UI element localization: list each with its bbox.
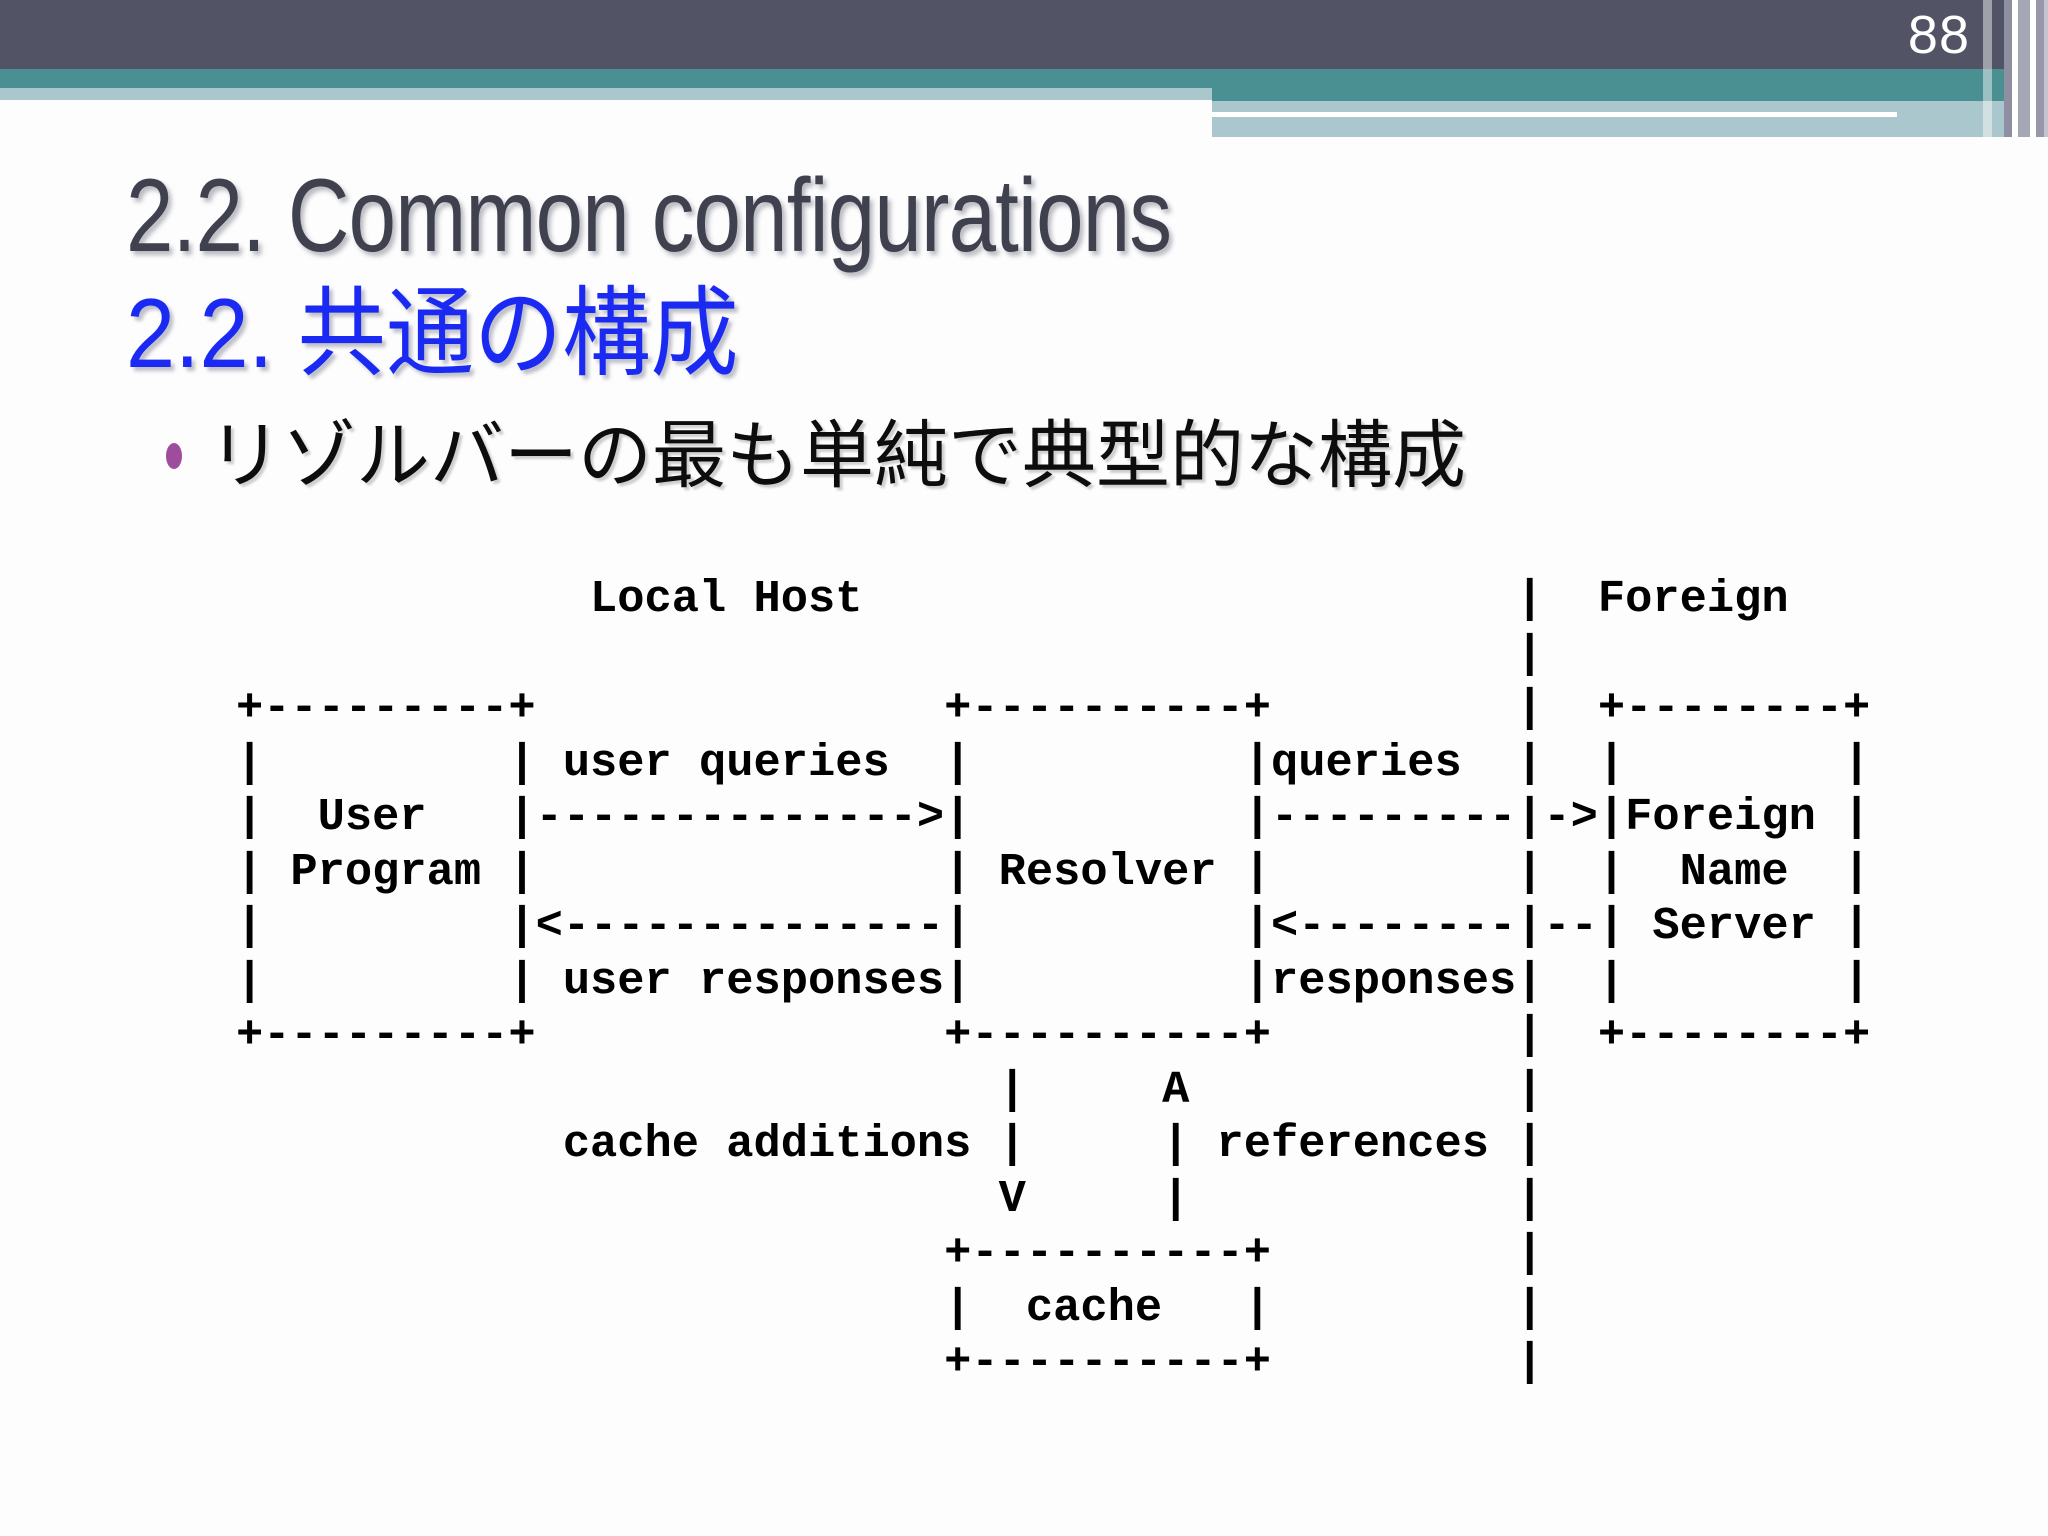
header-vertical-stripe	[2030, 0, 2036, 137]
header-vertical-stripe	[1983, 0, 1992, 137]
header-bar-teal	[0, 69, 2048, 88]
header-corner-light	[1212, 101, 2010, 137]
header-corner-white-stripe	[1212, 112, 1897, 117]
header-corner-teal	[1212, 88, 2010, 101]
header-vertical-stripe	[2004, 0, 2012, 137]
slide-title-japanese: 2.2. 共通の構成	[126, 278, 739, 388]
bullet-text: リゾルバーの最も単純で典型的な構成	[208, 414, 1466, 497]
header-bar-dark	[0, 0, 2048, 69]
header-vertical-stripe	[2044, 0, 2048, 137]
bullet-dot-icon	[166, 443, 182, 469]
bullet-row: リゾルバーの最も単純で典型的な構成	[166, 400, 1466, 512]
page-number: 88	[1907, 5, 1970, 65]
slide-title-english: 2.2. Common configurations	[126, 158, 1172, 274]
header-vertical-stripe	[2018, 0, 2030, 137]
ascii-diagram: Local Host | Foreign | +---------+ +----…	[235, 573, 1871, 1388]
header-vertical-stripe	[2036, 0, 2044, 137]
header-vertical-stripe	[2012, 0, 2018, 137]
